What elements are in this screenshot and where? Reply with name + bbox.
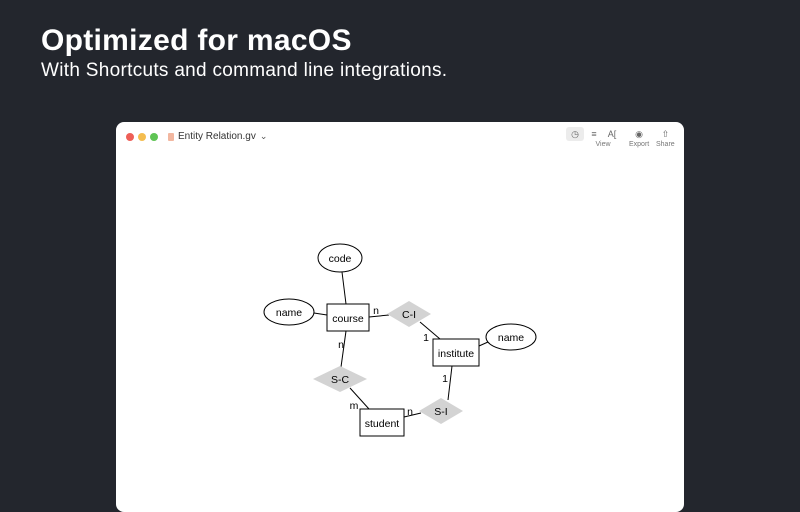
edge <box>403 412 422 418</box>
attribute-institute-name <box>485 323 537 351</box>
file-icon <box>168 132 174 141</box>
label: S-I <box>434 406 447 418</box>
history-button[interactable]: ◷ <box>566 127 584 141</box>
entity-course <box>326 303 370 332</box>
filename: Entity Relation.gv <box>178 131 256 142</box>
entity-institute <box>432 338 480 367</box>
relation-ci <box>387 301 431 327</box>
share-button[interactable]: ⇧ Share <box>656 127 675 149</box>
edge <box>340 330 347 368</box>
label: C-I <box>402 309 416 321</box>
edge <box>313 312 328 316</box>
edge <box>478 341 489 347</box>
edge <box>349 387 370 410</box>
er-diagram: code name name course institute student … <box>263 243 537 437</box>
relation-si <box>419 398 463 424</box>
edge <box>447 365 453 401</box>
share-label: Share <box>656 141 675 148</box>
edge <box>368 314 390 318</box>
list-icon: ≡ <box>591 129 597 139</box>
hero-title: Optimized for macOS <box>41 24 352 57</box>
cardinality: 1 <box>423 332 429 344</box>
cardinality: n <box>407 406 413 418</box>
chevron-down-icon: ⌄ <box>259 131 268 141</box>
view-label: View <box>595 141 611 148</box>
entity-student <box>359 408 405 437</box>
view-button[interactable]: ≡ A[ View <box>585 127 621 148</box>
label: S-C <box>331 374 350 386</box>
label: institute <box>438 348 474 360</box>
label: name <box>276 307 302 319</box>
clock-icon: ◷ <box>566 127 584 141</box>
label: student <box>365 418 400 430</box>
edge <box>341 271 347 305</box>
edge <box>419 321 441 340</box>
cardinality: n <box>373 305 379 317</box>
cardinality: 1 <box>442 373 448 385</box>
label: name <box>498 332 524 344</box>
share-icon: ⇧ <box>661 128 670 139</box>
cardinality: m <box>350 400 359 412</box>
text-size-icon: A[ <box>607 129 617 139</box>
minimize-button[interactable] <box>138 133 146 141</box>
cardinality: n <box>338 339 344 351</box>
zoom-button[interactable] <box>150 133 158 141</box>
label: code <box>329 253 352 265</box>
relation-sc <box>313 366 367 392</box>
attribute-course-name <box>263 298 315 326</box>
camera-icon: ◉ <box>635 128 644 139</box>
export-button[interactable]: ◉ Export <box>629 127 650 149</box>
close-button[interactable] <box>126 133 134 141</box>
hero-subtitle: With Shortcuts and command line integrat… <box>41 60 448 81</box>
attribute-code <box>317 243 363 273</box>
document-title[interactable]: Entity Relation.gv ⌄ <box>168 131 267 142</box>
export-label: Export <box>629 141 650 148</box>
label: course <box>332 313 364 325</box>
